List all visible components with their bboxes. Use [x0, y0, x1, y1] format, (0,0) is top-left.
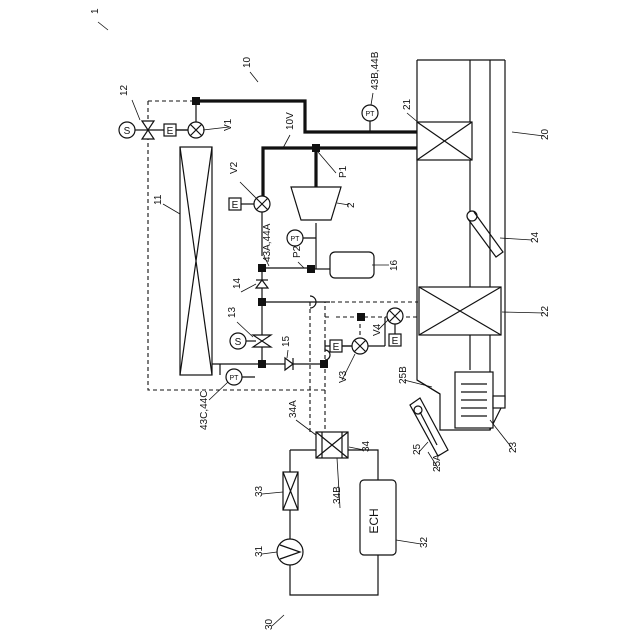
label-pt-low: 43C,44C — [199, 391, 210, 430]
symbol-pt-low: PT — [230, 375, 240, 382]
symbol-e-v4: E — [392, 336, 399, 347]
label-21: 21 — [402, 98, 413, 110]
label-13: 13 — [227, 306, 238, 318]
label-12: 12 — [119, 84, 130, 96]
component-33 — [283, 472, 298, 510]
node-p2-left — [258, 264, 266, 272]
label-32: 32 — [419, 536, 430, 548]
label-20: 20 — [540, 128, 551, 140]
label-31: 31 — [254, 545, 265, 557]
symbol-e-v1: E — [167, 126, 174, 137]
heat-exchanger-21 — [417, 122, 472, 160]
node-p2-right — [307, 265, 315, 273]
node-low-right — [320, 360, 328, 368]
label-30: 30 — [264, 618, 275, 630]
check-valve-14 — [256, 280, 268, 288]
label-p1: P1 — [338, 165, 349, 178]
node-low-left — [258, 360, 266, 368]
node-mid — [258, 298, 266, 306]
label-v1: V1 — [223, 118, 234, 131]
label-v4: V4 — [372, 323, 383, 336]
label-25a: 25A — [432, 454, 443, 472]
label-16: 16 — [389, 259, 400, 271]
label-34a: 34A — [288, 400, 299, 418]
symbol-pt-top: PT — [366, 111, 376, 118]
label-v2: V2 — [229, 161, 240, 174]
label-11: 11 — [153, 194, 164, 205]
ech-label: ECH — [367, 508, 381, 533]
label-23: 23 — [508, 441, 519, 453]
compressor-2 — [291, 187, 341, 220]
leader-fig — [98, 22, 108, 30]
label-pt-mid: 43A,44A — [262, 223, 273, 262]
pump-31 — [277, 539, 303, 565]
symbol-pt-mid: PT — [291, 236, 301, 243]
blower-23 — [455, 372, 505, 428]
label-pt-top: 43B,44B — [370, 51, 381, 90]
label-34b: 34B — [332, 486, 343, 504]
symbol-e-v2: E — [232, 200, 239, 211]
accumulator-16 — [330, 252, 374, 278]
symbol-s-13: S — [235, 337, 242, 348]
symbol-s-12: S — [124, 126, 131, 137]
label-14-left: 14 — [232, 277, 243, 289]
damper-24 — [467, 211, 503, 257]
label-15: 15 — [281, 335, 292, 347]
heat-exchanger-22 — [419, 287, 501, 335]
symbol-e-v3: E — [333, 342, 340, 353]
label-22: 22 — [540, 305, 551, 317]
check-valve-15 — [285, 358, 293, 370]
label-33: 33 — [254, 485, 265, 497]
heat-exchanger-34 — [316, 432, 348, 458]
label-24: 24 — [530, 231, 541, 243]
label-34: 34 — [361, 440, 372, 452]
label-25b: 25B — [398, 366, 409, 384]
heat-exchanger-11 — [180, 147, 212, 375]
label-10: 10 — [242, 56, 253, 68]
label-p2: P2 — [292, 245, 303, 258]
label-fig: 1 — [90, 8, 101, 14]
node-v4 — [357, 313, 365, 321]
node-p1 — [312, 144, 320, 152]
label-10v: 10V — [285, 112, 296, 130]
